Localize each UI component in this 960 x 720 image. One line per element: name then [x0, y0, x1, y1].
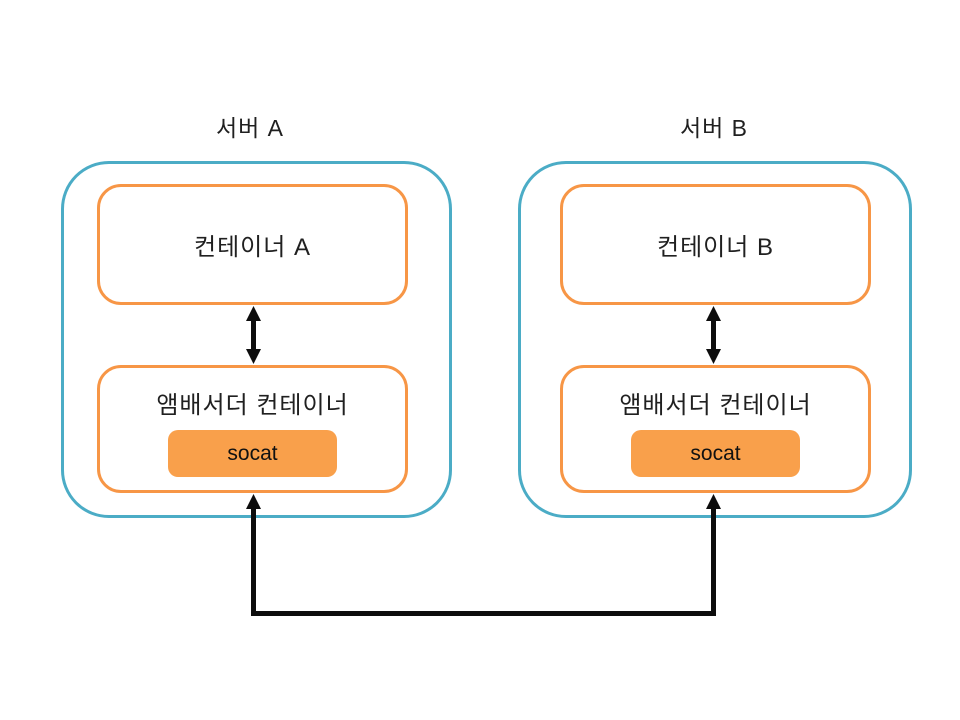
socat-a-label: socat	[227, 441, 278, 465]
container-b-box: 컨테이너 B	[560, 184, 871, 305]
container-b-label: 컨테이너 B	[657, 234, 774, 261]
ambassador-container-b-box: 앰배서더 컨테이너 socat	[560, 365, 871, 493]
ambassador-container-b-label: 앰배서더 컨테이너	[619, 392, 812, 419]
server-b-label: 서버 B	[679, 115, 749, 141]
server-a-label: 서버 A	[215, 115, 285, 141]
container-a-box: 컨테이너 A	[97, 184, 408, 305]
socat-b-box: socat	[631, 430, 800, 477]
socat-a-box: socat	[168, 430, 337, 477]
container-a-label: 컨테이너 A	[194, 234, 311, 261]
socat-b-label: socat	[690, 441, 741, 465]
ambassador-container-a-label: 앰배서더 컨테이너	[156, 392, 349, 419]
ambassador-container-a-box: 앰배서더 컨테이너 socat	[97, 365, 408, 493]
